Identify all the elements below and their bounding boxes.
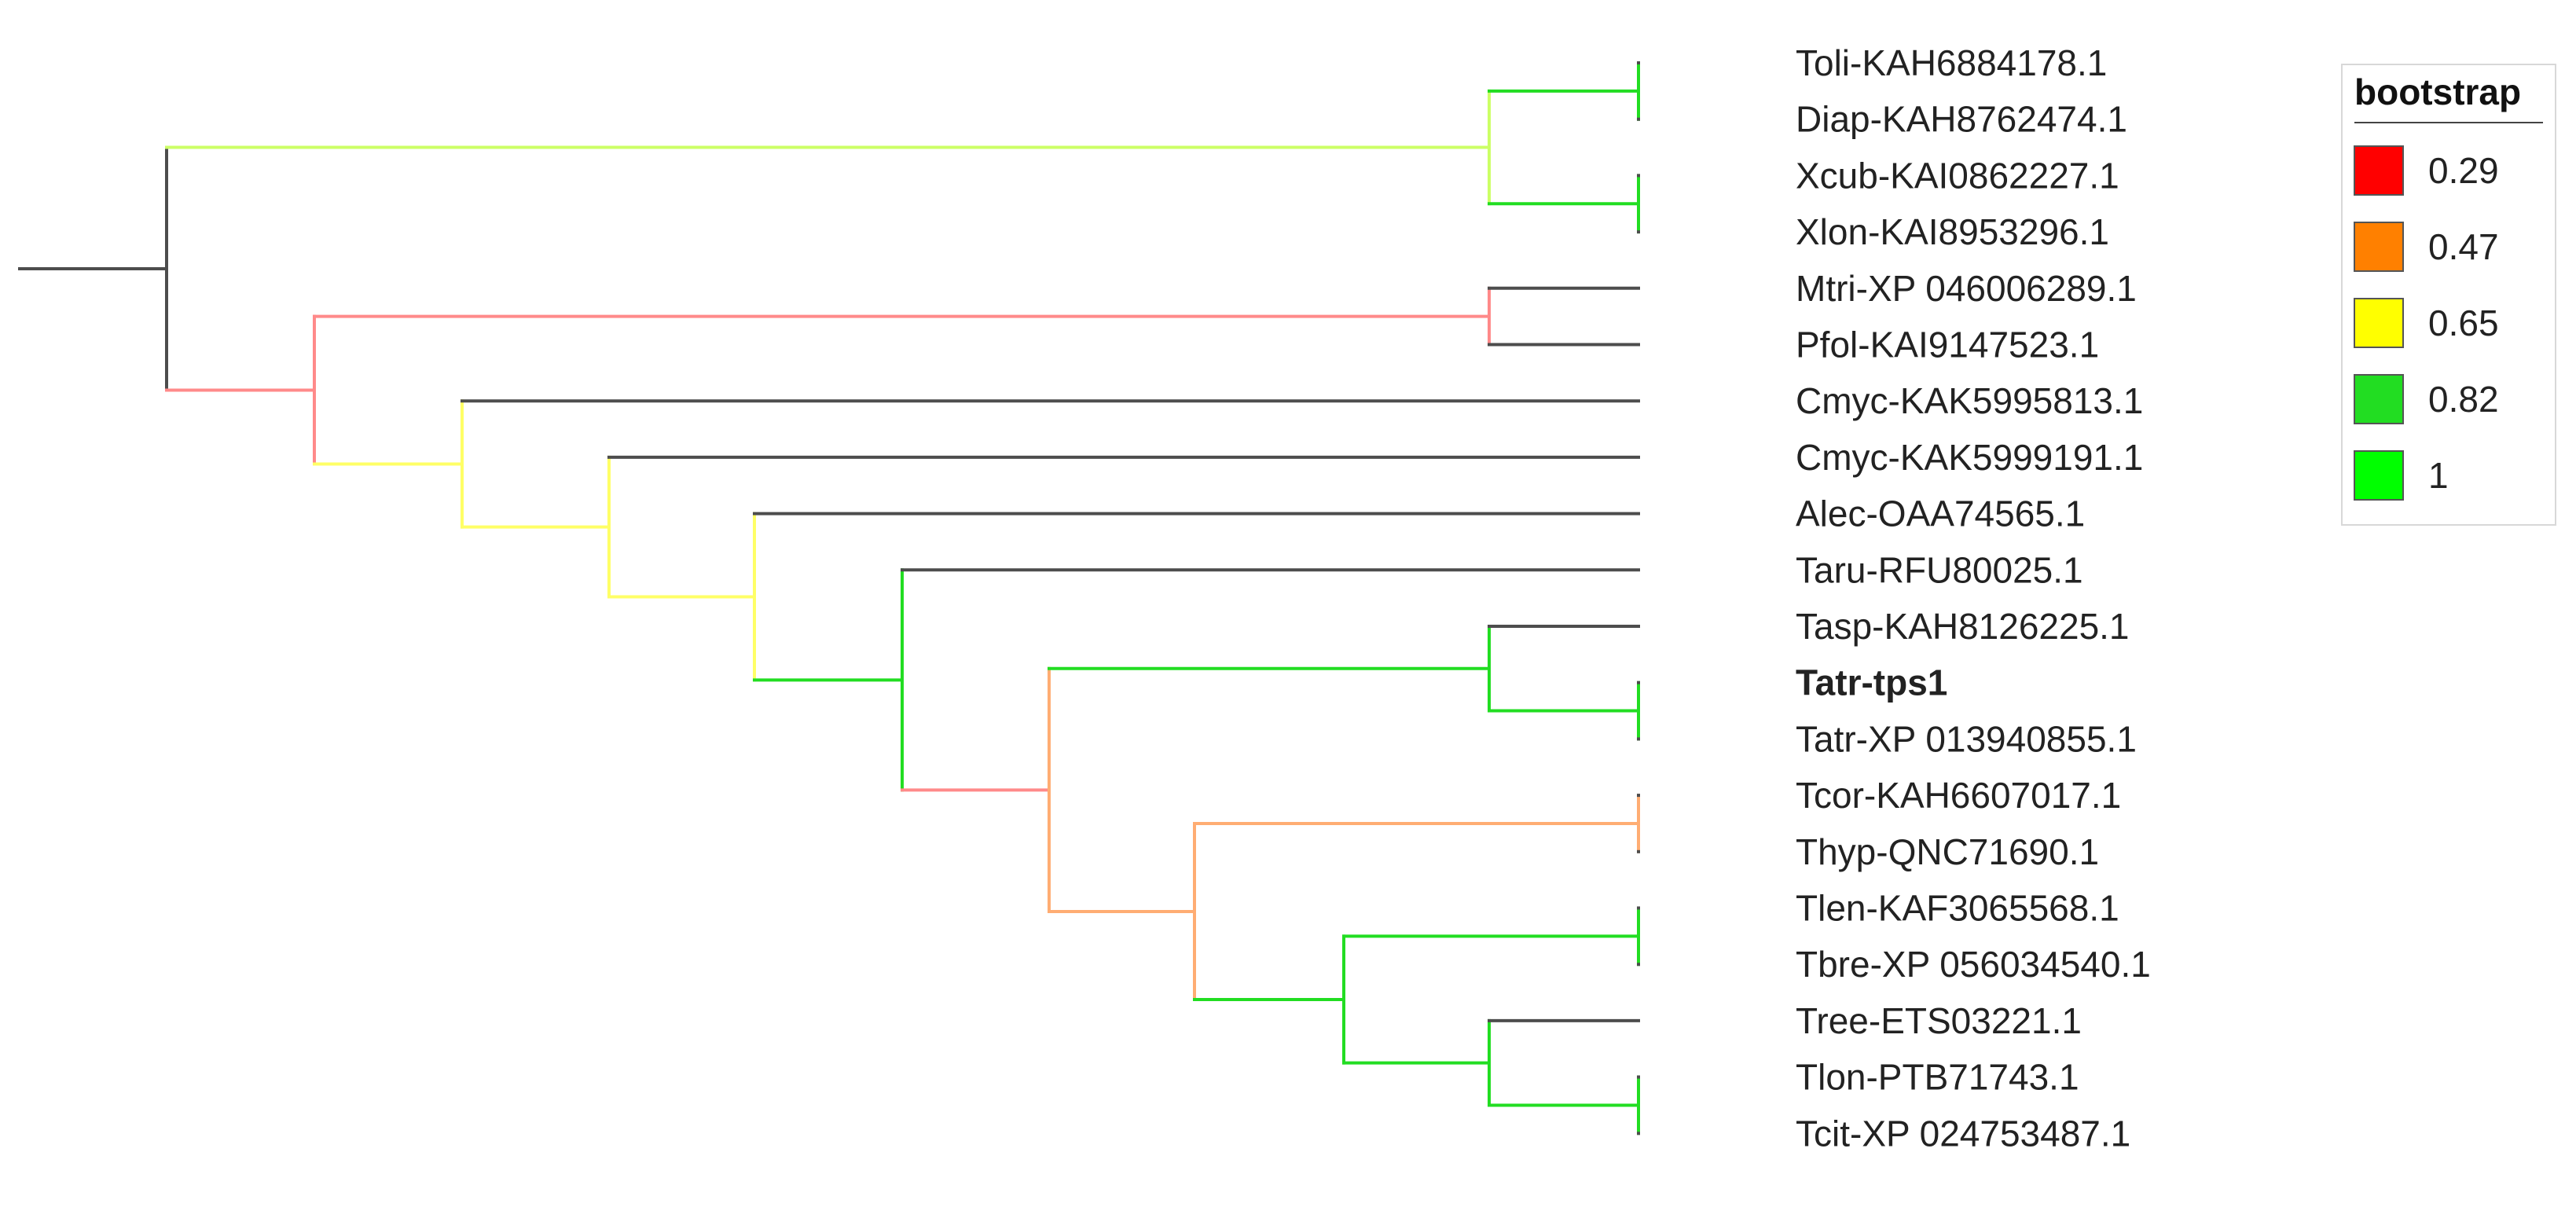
bootstrap-legend: bootstrap 0.29 0.47 0.65 0.82 1 [2341, 64, 2556, 526]
tree-branches [18, 61, 1640, 1135]
leaf-label: Xcub-KAI0862227.1 [1796, 155, 2119, 196]
leaf-label: Tcor-KAH6607017.1 [1796, 775, 2121, 816]
legend-swatch [2354, 145, 2404, 196]
leaf-label: Xlon-KAI8953296.1 [1796, 211, 2109, 252]
leaf-label: Tree-ETS03221.1 [1796, 1000, 2082, 1041]
leaf-label: Tatr-tps1 [1796, 662, 1947, 703]
leaf-label: Pfol-KAI9147523.1 [1796, 325, 2099, 365]
legend-items: 0.29 0.47 0.65 0.82 1 [2354, 145, 2499, 501]
leaf-label: Tlen-KAF3065568.1 [1796, 888, 2119, 929]
leaf-label: Cmyc-KAK5995813.1 [1796, 380, 2143, 421]
leaf-label: Tlon-PTB71743.1 [1796, 1057, 2079, 1098]
leaf-label: Tasp-KAH8126225.1 [1796, 606, 2130, 647]
legend-swatch [2354, 298, 2404, 348]
legend-swatch [2354, 222, 2404, 272]
legend-frame [2341, 64, 2556, 526]
leaf-label: Tcit-XP 024753487.1 [1796, 1113, 2130, 1154]
leaf-labels: Toli-KAH6884178.1Diap-KAH8762474.1Xcub-K… [1796, 42, 2151, 1154]
leaf-label: Cmyc-KAK5999191.1 [1796, 437, 2143, 478]
legend-label: 0.65 [2428, 303, 2499, 343]
leaf-label: Taru-RFU80025.1 [1796, 549, 2083, 590]
leaf-label: Mtri-XP 046006289.1 [1796, 268, 2137, 309]
legend-swatch [2354, 374, 2404, 424]
leaf-label: Tbre-XP 056034540.1 [1796, 944, 2151, 985]
leaf-label: Thyp-QNC71690.1 [1796, 831, 2099, 872]
legend-label: 0.82 [2428, 379, 2499, 420]
legend-label: 0.47 [2428, 226, 2499, 267]
legend-label: 0.29 [2428, 150, 2499, 191]
legend-title: bootstrap [2354, 72, 2521, 112]
leaf-label: Tatr-XP 013940855.1 [1796, 718, 2137, 759]
leaf-label: Diap-KAH8762474.1 [1796, 99, 2127, 140]
legend-label: 1 [2428, 455, 2449, 496]
legend-swatch [2354, 450, 2404, 501]
leaf-label: Alec-OAA74565.1 [1796, 493, 2085, 534]
leaf-label: Toli-KAH6884178.1 [1796, 42, 2107, 83]
